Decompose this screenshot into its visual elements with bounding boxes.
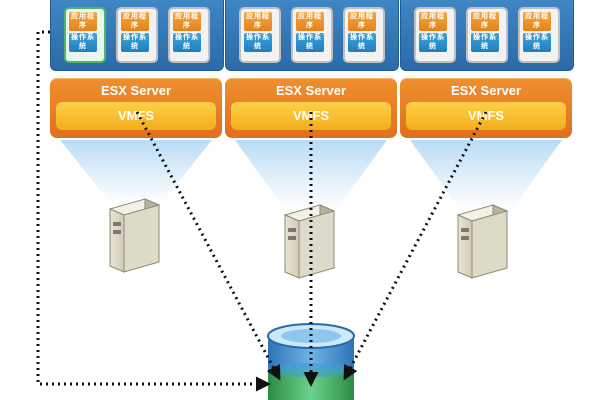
vmfs-bar: VMFS bbox=[231, 102, 391, 130]
vm-3-3[interactable]: 应用程序 操作系统 bbox=[518, 7, 560, 63]
vm-2-3[interactable]: 应用程序 操作系统 bbox=[343, 7, 385, 63]
vm-app-label: 应用程序 bbox=[173, 12, 201, 31]
vm-1-1[interactable]: 应用程序 操作系统 bbox=[64, 7, 106, 63]
vm-app-label: 应用程序 bbox=[121, 12, 149, 31]
host-panel-3: 应用程序 操作系统 应用程序 操作系统 应用程序 操作系统 bbox=[400, 0, 574, 71]
vmfs-bar: VMFS bbox=[56, 102, 216, 130]
vm-os-label: 操作系统 bbox=[523, 33, 551, 52]
host-panel-1: 应用程序 操作系统 应用程序 操作系统 应用程序 操作系统 bbox=[50, 0, 224, 71]
esx-server-box-1[interactable]: ESX Server VMFS bbox=[50, 78, 222, 138]
vm-app-label: 应用程序 bbox=[419, 12, 447, 31]
vmfs-connector-1 bbox=[135, 111, 281, 381]
vm-app-label: 应用程序 bbox=[296, 12, 324, 31]
esx-server-box-3[interactable]: ESX Server VMFS bbox=[400, 78, 572, 138]
vm-app-label: 应用程序 bbox=[348, 12, 376, 31]
vm-os-label: 操作系统 bbox=[348, 33, 376, 52]
esx-server-label: ESX Server bbox=[450, 83, 522, 98]
vm-1-3[interactable]: 应用程序 操作系统 bbox=[168, 7, 210, 63]
storage-database-icon bbox=[267, 323, 355, 400]
vm-os-label: 操作系统 bbox=[244, 33, 272, 52]
vm-os-label: 操作系统 bbox=[471, 33, 499, 52]
beam-3 bbox=[410, 140, 562, 212]
vm-3-2[interactable]: 应用程序 操作系统 bbox=[466, 7, 508, 63]
esx-server-label: ESX Server bbox=[100, 83, 172, 98]
esx-server-label: ESX Server bbox=[275, 83, 347, 98]
vm-app-label: 应用程序 bbox=[69, 12, 97, 31]
vm-os-label: 操作系统 bbox=[69, 33, 97, 52]
vm-3-1[interactable]: 应用程序 操作系统 bbox=[414, 7, 456, 63]
vmfs-bar: VMFS bbox=[406, 102, 566, 130]
vm-os-label: 操作系统 bbox=[121, 33, 149, 52]
vmfs-connector-3 bbox=[343, 111, 488, 381]
vm-2-2[interactable]: 应用程序 操作系统 bbox=[291, 7, 333, 63]
server-tower-icon bbox=[456, 204, 509, 279]
beam-1 bbox=[60, 140, 212, 205]
esx-server-box-2[interactable]: ESX Server VMFS bbox=[225, 78, 397, 138]
vm-os-label: 操作系统 bbox=[296, 33, 324, 52]
vm-os-label: 操作系统 bbox=[173, 33, 201, 52]
beam-2 bbox=[235, 140, 387, 212]
vm-2-1[interactable]: 应用程序 操作系统 bbox=[239, 7, 281, 63]
server-tower-icon bbox=[108, 198, 161, 273]
vm-1-2[interactable]: 应用程序 操作系统 bbox=[116, 7, 158, 63]
vm-app-label: 应用程序 bbox=[471, 12, 499, 31]
vm-app-label: 应用程序 bbox=[523, 12, 551, 31]
vm-os-label: 操作系统 bbox=[419, 33, 447, 52]
vm-app-label: 应用程序 bbox=[244, 12, 272, 31]
host-panel-2: 应用程序 操作系统 应用程序 操作系统 应用程序 操作系统 bbox=[225, 0, 399, 71]
server-tower-icon bbox=[283, 204, 336, 279]
